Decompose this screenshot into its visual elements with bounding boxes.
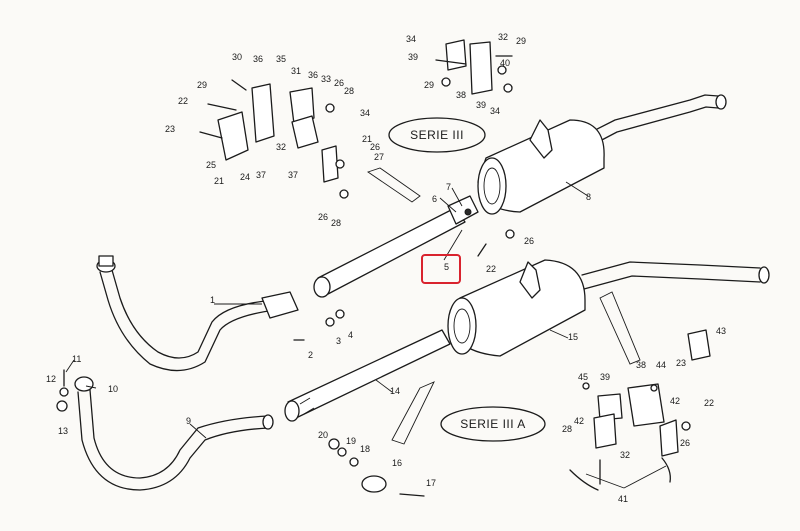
callout-14: 14 (390, 386, 400, 396)
callout-42: 42 (670, 396, 680, 406)
callout-27: 27 (374, 152, 384, 162)
front-pipe-1 (96, 255, 299, 372)
callout-22: 22 (178, 96, 188, 106)
callout-7: 7 (446, 182, 451, 192)
callout-26d: 26 (524, 236, 534, 246)
callout-28c: 28 (562, 424, 572, 434)
callout-41: 41 (618, 494, 628, 504)
part-number-callouts: 30 36 35 31 36 33 26 28 29 22 23 34 25 2… (46, 32, 726, 504)
serie-iii-a-label: SERIE III A (460, 417, 526, 431)
part-5-highlight-box (421, 254, 461, 284)
callout-34c: 34 (490, 106, 500, 116)
callout-39: 39 (408, 52, 418, 62)
callout-36: 36 (253, 54, 263, 64)
callout-44: 44 (656, 360, 666, 370)
callout-30: 30 (232, 52, 242, 62)
callout-38: 38 (456, 90, 466, 100)
hanger-strap-lower (391, 381, 435, 445)
callout-25: 25 (206, 160, 216, 170)
callout-16: 16 (392, 458, 402, 468)
callout-26: 26 (334, 78, 344, 88)
callout-21: 21 (214, 176, 224, 186)
callout-17: 17 (426, 478, 436, 488)
callout-22b: 22 (486, 264, 496, 274)
callout-29: 29 (197, 80, 207, 90)
callout-4: 4 (348, 330, 353, 340)
callout-42b: 42 (574, 416, 584, 426)
callout-18: 18 (360, 444, 370, 454)
serie-iii-a-oval (440, 406, 546, 442)
callout-39b: 39 (476, 100, 486, 110)
serie-iii-oval (388, 117, 486, 153)
callout-39c: 39 (600, 372, 610, 382)
callout-11: 11 (72, 354, 81, 364)
callout-35: 35 (276, 54, 286, 64)
callout-26e: 26 (680, 438, 690, 448)
rear-silencer-serie-iii-a (447, 259, 770, 357)
callout-12: 12 (46, 374, 56, 384)
callout-10: 10 (108, 384, 118, 394)
callout-5: 5 (444, 262, 449, 272)
callout-34b: 34 (406, 34, 416, 44)
callout-45: 45 (578, 372, 588, 382)
intermediate-pipe-5 (313, 195, 479, 298)
callout-43: 43 (716, 326, 726, 336)
serie-iii-label: SERIE III (410, 128, 464, 142)
hanger-strap-upper (366, 167, 421, 203)
callout-21b: 21 (362, 134, 372, 144)
intermediate-pipe-14 (284, 329, 451, 422)
callout-29b: 29 (516, 36, 526, 46)
callout-33: 33 (321, 74, 331, 84)
callout-36b: 36 (308, 70, 318, 80)
callout-23b: 23 (676, 358, 686, 368)
callout-23: 23 (165, 124, 175, 134)
callout-31: 31 (291, 66, 301, 76)
callout-29c: 29 (424, 80, 434, 90)
callout-34: 34 (360, 108, 370, 118)
front-pipe-9 (74, 376, 274, 491)
callout-8: 8 (586, 192, 591, 202)
callout-40: 40 (500, 58, 510, 68)
callout-24: 24 (240, 172, 250, 182)
callout-37: 37 (256, 170, 266, 180)
mounting-bracket-cluster-top-left (199, 79, 349, 199)
callout-26c: 26 (318, 212, 328, 222)
mounting-plate-top-right (435, 39, 513, 95)
callout-2: 2 (308, 350, 313, 360)
callout-38b: 38 (636, 360, 646, 370)
rear-silencer-serie-iii (477, 94, 727, 215)
hardware-small-parts (56, 229, 515, 497)
callout-26b: 26 (370, 142, 380, 152)
callout-28: 28 (344, 86, 354, 96)
callout-15: 15 (568, 332, 578, 342)
hanger-strap-right (599, 291, 641, 365)
callout-13: 13 (58, 426, 68, 436)
callout-3: 3 (336, 336, 341, 346)
callout-6: 6 (432, 194, 437, 204)
callout-22c: 22 (704, 398, 714, 408)
mounting-bracket-cluster-bottom-right (569, 329, 711, 491)
callout-20: 20 (318, 430, 328, 440)
callout-32: 32 (276, 142, 286, 152)
callout-1: 1 (210, 295, 215, 305)
callout-32c: 32 (620, 450, 630, 460)
callout-19: 19 (346, 436, 356, 446)
callout-37b: 37 (288, 170, 298, 180)
callout-32b: 32 (498, 32, 508, 42)
callout-9: 9 (186, 416, 191, 426)
callout-28b: 28 (331, 218, 341, 228)
leader-lines (65, 181, 667, 489)
